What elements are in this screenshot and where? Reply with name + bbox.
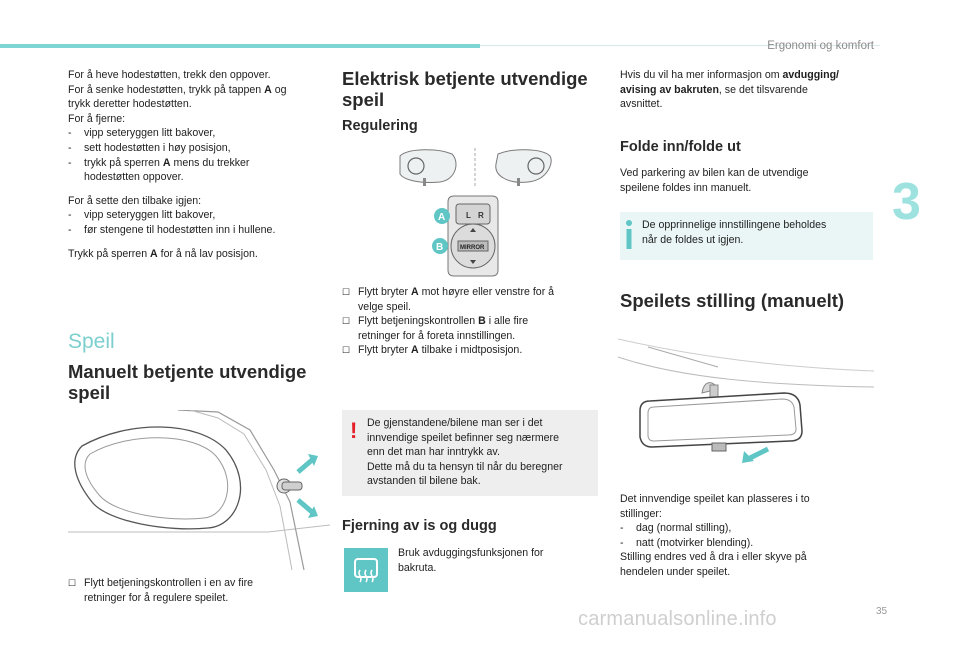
manual-mirror-instruction: ☐Flytt betjeningskontrollen i en av fire… xyxy=(68,576,328,605)
column-left: For å heve hodestøtten, trekk den oppove… xyxy=(68,68,328,261)
list-item: ☐Flytt betjeningskontrollen B i alle fir… xyxy=(342,315,529,328)
callout-a: A xyxy=(438,212,445,223)
arrow-bullet-icon: ☐ xyxy=(342,287,351,297)
manual-mirror-illustration xyxy=(68,410,330,570)
switch-label-l: L xyxy=(466,211,471,220)
fold-text: Ved parkering av bilen kan de utvendige … xyxy=(620,167,809,194)
watermark: carmanualsonline.info xyxy=(578,608,777,630)
chapter-header: Ergonomi og komfort xyxy=(767,40,874,52)
list-item: ☐Flytt bryter A tilbake i midtposisjon. xyxy=(342,344,523,357)
warning-box: ! De gjenstandene/bilene man ser i det i… xyxy=(342,410,598,496)
warning-icon: ! xyxy=(350,418,358,443)
info-note-text: De opprinnelige innstillingene beholdes … xyxy=(642,219,827,246)
heading-inner-mirror: Speilets stilling (manuelt) xyxy=(620,290,845,311)
rearview-mirror-illustration xyxy=(618,338,874,463)
text-line: trykk deretter hodestøtten. xyxy=(68,98,192,111)
list-item: velge speil. xyxy=(358,300,411,313)
callout-b: B xyxy=(436,242,443,253)
heading-manual-mirrors: Manuelt betjente utvendige speil xyxy=(68,361,307,403)
list-item: -trykk på sperren A mens du trekker xyxy=(68,156,250,169)
heading-regulering: Regulering xyxy=(342,118,418,134)
list-item: -sett hodestøtten i høy posisjon, xyxy=(68,141,231,154)
arrow-bullet-icon: ☐ xyxy=(342,345,351,356)
text-line: For å senke hodestøtten, trykk på tappen… xyxy=(68,83,287,96)
list-item: ☐Flytt betjeningskontrollen i en av fire xyxy=(68,577,253,589)
mirror-control-illustration: L R MIRROR A B xyxy=(399,148,552,277)
list-item: -natt (motvirker blending). xyxy=(620,536,754,549)
list-item: -vipp seteryggen litt bakover, xyxy=(68,209,216,222)
header-accent-bar xyxy=(0,44,480,48)
heading-defog: Fjerning av is og dugg xyxy=(342,518,497,534)
arrow-bullet-icon: ☐ xyxy=(342,316,351,327)
section-title: Speil xyxy=(68,330,115,353)
rear-defog-icon xyxy=(344,548,388,592)
warning-text: De gjenstandene/bilene man ser i det inn… xyxy=(367,417,563,488)
inner-mirror-text: Det innvendige speilet kan plasseres i t… xyxy=(620,492,878,580)
text-line: For å heve hodestøtten, trekk den oppove… xyxy=(68,69,271,81)
list-item: -vipp seteryggen litt bakover, xyxy=(68,127,216,140)
heading-fold: Folde inn/folde ut xyxy=(620,139,741,155)
page-number: 35 xyxy=(876,606,888,617)
list-item: hodestøtten oppover. xyxy=(84,171,184,184)
chapter-number: 3 xyxy=(892,173,921,231)
heading-electric-mirrors: Elektrisk betjente utvendige speil xyxy=(342,68,588,110)
list-item: retninger for å foreta innstillingen. xyxy=(358,329,516,342)
list-item: -før stengene til hodestøtten inn i hull… xyxy=(68,223,276,236)
defog-text: Bruk avduggingsfunksjonen for bakruta. xyxy=(398,547,544,574)
text-line: For å sette den tilbake igjen: xyxy=(68,194,202,207)
control-label-mirror: MIRROR xyxy=(460,245,485,251)
list-item: retninger for å regulere speilet. xyxy=(84,591,229,604)
column-right-info: Hvis du vil ha mer informasjon om avdugg… xyxy=(620,69,839,111)
list-item: ☐Flytt bryter A mot høyre eller venstre … xyxy=(342,286,555,298)
text-line: For å fjerne: xyxy=(68,112,126,125)
regulering-steps: ☐Flytt bryter A mot høyre eller venstre … xyxy=(342,285,602,358)
header-rule xyxy=(480,45,880,46)
info-note-box: De opprinnelige innstillingene beholdes … xyxy=(620,212,873,260)
text-line: Trykk på sperren A for å nå lav posisjon… xyxy=(68,247,258,260)
arrow-bullet-icon: ☐ xyxy=(68,578,77,588)
list-item: -dag (normal stilling), xyxy=(620,522,732,535)
switch-label-r: R xyxy=(478,211,484,220)
info-icon xyxy=(625,219,632,249)
